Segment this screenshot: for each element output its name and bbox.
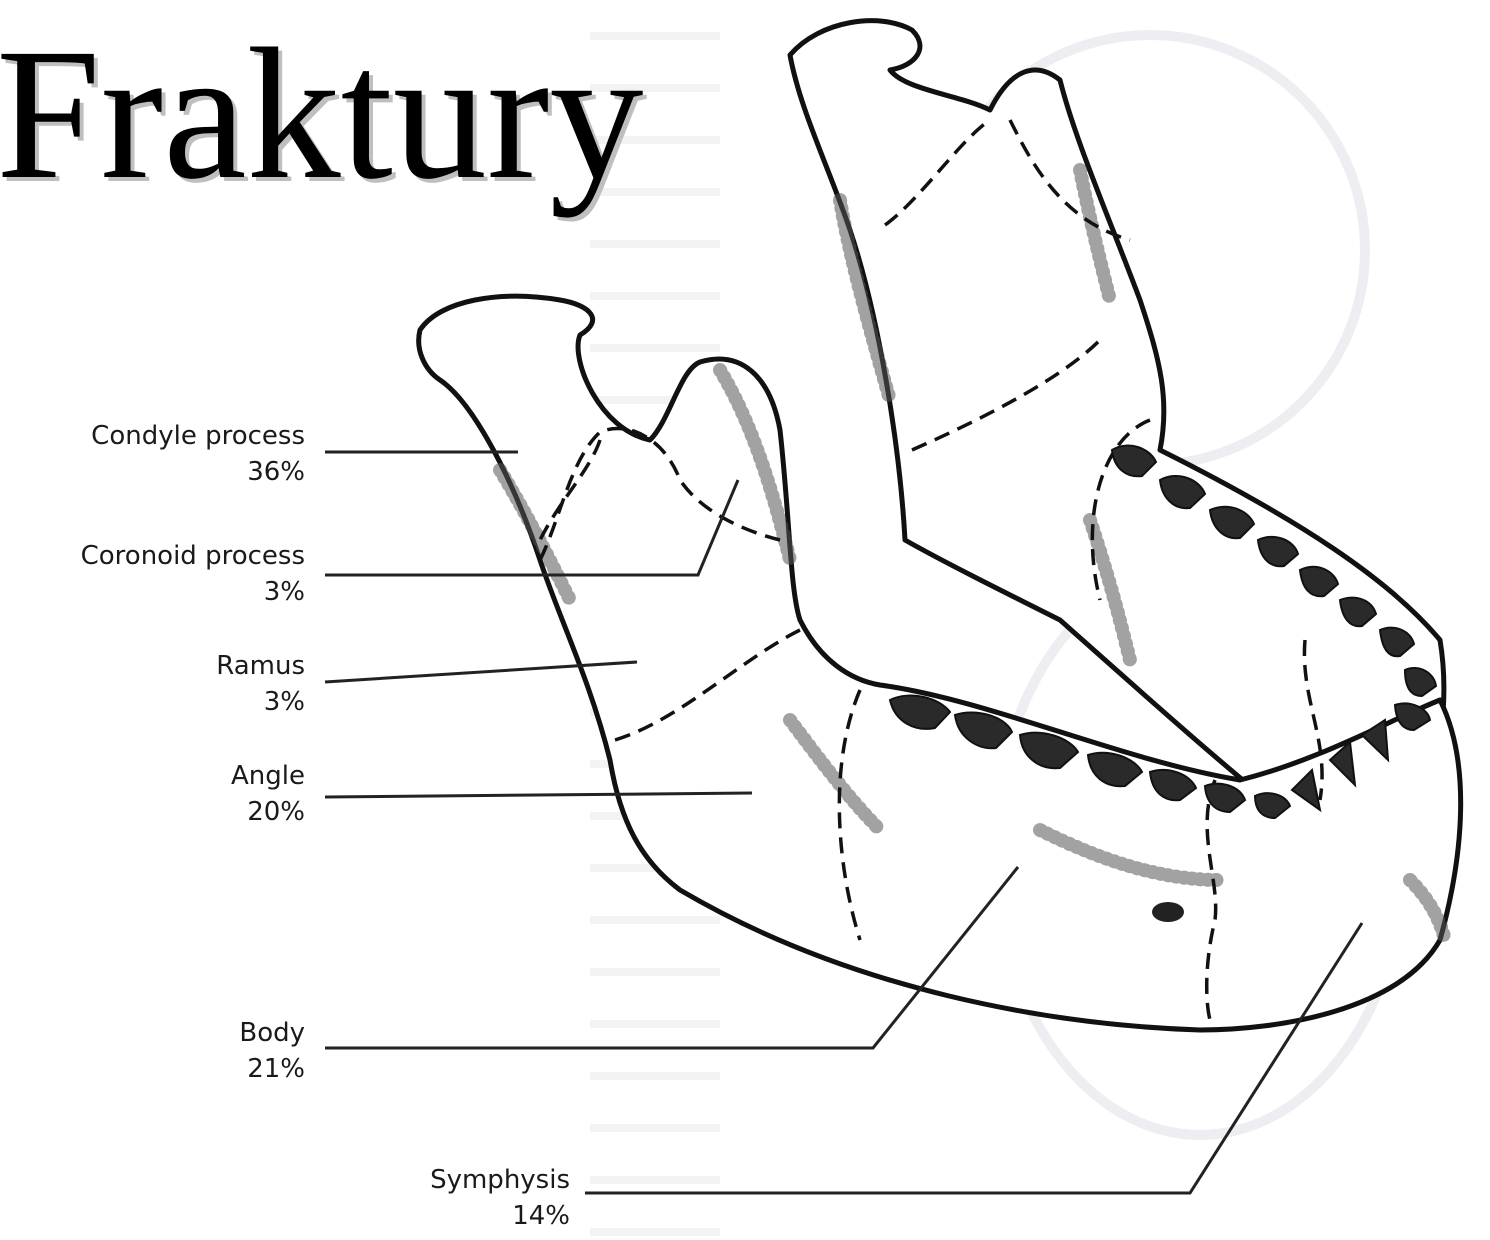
label-name: Coronoid process — [81, 538, 305, 574]
label-body: Body 21% — [239, 1015, 305, 1087]
label-name: Angle — [231, 758, 305, 794]
mental-foramen — [1152, 902, 1184, 922]
label-name: Body — [239, 1015, 305, 1051]
label-percent: 3% — [81, 574, 305, 610]
label-coronoid-process: Coronoid process 3% — [81, 538, 305, 610]
label-name: Symphysis — [430, 1162, 570, 1198]
label-percent: 20% — [231, 794, 305, 830]
label-percent: 36% — [91, 454, 305, 490]
label-symphysis: Symphysis 14% — [430, 1162, 570, 1234]
label-ramus: Ramus 3% — [216, 648, 305, 720]
label-percent: 21% — [239, 1051, 305, 1087]
label-name: Ramus — [216, 648, 305, 684]
label-percent: 14% — [430, 1198, 570, 1234]
label-condyle-process: Condyle process 36% — [91, 418, 305, 490]
label-name: Condyle process — [91, 418, 305, 454]
slide-title: Fraktury — [0, 20, 643, 208]
label-angle: Angle 20% — [231, 758, 305, 830]
label-percent: 3% — [216, 684, 305, 720]
